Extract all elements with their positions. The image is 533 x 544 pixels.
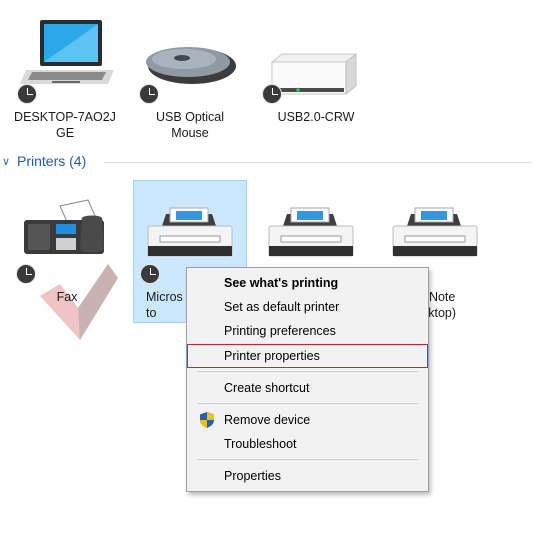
status-clock-icon xyxy=(139,84,159,104)
menu-item-set-default-printer[interactable]: Set as default printer xyxy=(224,300,340,314)
menu-item-see-whats-printing[interactable]: See what's printing xyxy=(224,276,339,290)
printer-label-fax[interactable]: Fax xyxy=(56,290,78,304)
context-menu: See what's printing Set as default print… xyxy=(186,267,429,492)
chevron-down-icon[interactable]: ∨ xyxy=(2,156,11,168)
mouse-icon[interactable] xyxy=(142,40,238,90)
section-divider xyxy=(104,162,532,163)
laptop-icon[interactable] xyxy=(18,18,114,98)
printer-label-microsoft[interactable]: Micros to xyxy=(146,290,183,320)
menu-item-printer-properties[interactable]: Printer properties xyxy=(187,344,428,368)
device-label-card-reader[interactable]: USB2.0-CRW xyxy=(277,110,355,124)
status-clock-icon xyxy=(17,84,37,104)
menu-separator xyxy=(197,403,418,404)
menu-item-printing-preferences[interactable]: Printing preferences xyxy=(224,324,336,338)
device-label-desktop[interactable]: DESKTOP-7AO2J GE xyxy=(14,110,116,140)
printer-label-onenote[interactable]: eNote sktop) xyxy=(422,290,457,320)
checkmark-watermark-icon xyxy=(40,264,118,340)
printer-icon[interactable] xyxy=(144,206,236,262)
printer-icon[interactable] xyxy=(265,206,357,262)
status-clock-icon xyxy=(140,264,160,284)
printer-icon[interactable] xyxy=(389,206,481,262)
menu-item-properties[interactable]: Properties xyxy=(224,469,281,483)
fax-icon[interactable] xyxy=(18,198,114,262)
menu-item-troubleshoot[interactable]: Troubleshoot xyxy=(224,437,297,451)
menu-item-remove-device[interactable]: Remove device xyxy=(188,409,427,431)
shield-icon xyxy=(200,412,214,428)
status-clock-icon xyxy=(16,264,36,284)
status-clock-icon xyxy=(262,84,282,104)
menu-item-create-shortcut[interactable]: Create shortcut xyxy=(224,381,310,395)
menu-separator xyxy=(197,459,418,460)
section-title[interactable]: Printers (4) xyxy=(17,153,87,169)
device-label-mouse[interactable]: USB Optical Mouse xyxy=(155,110,225,140)
card-reader-icon[interactable] xyxy=(266,52,358,100)
menu-separator xyxy=(197,371,418,372)
printers-section-header[interactable]: ∨ Printers (4) xyxy=(0,152,533,172)
